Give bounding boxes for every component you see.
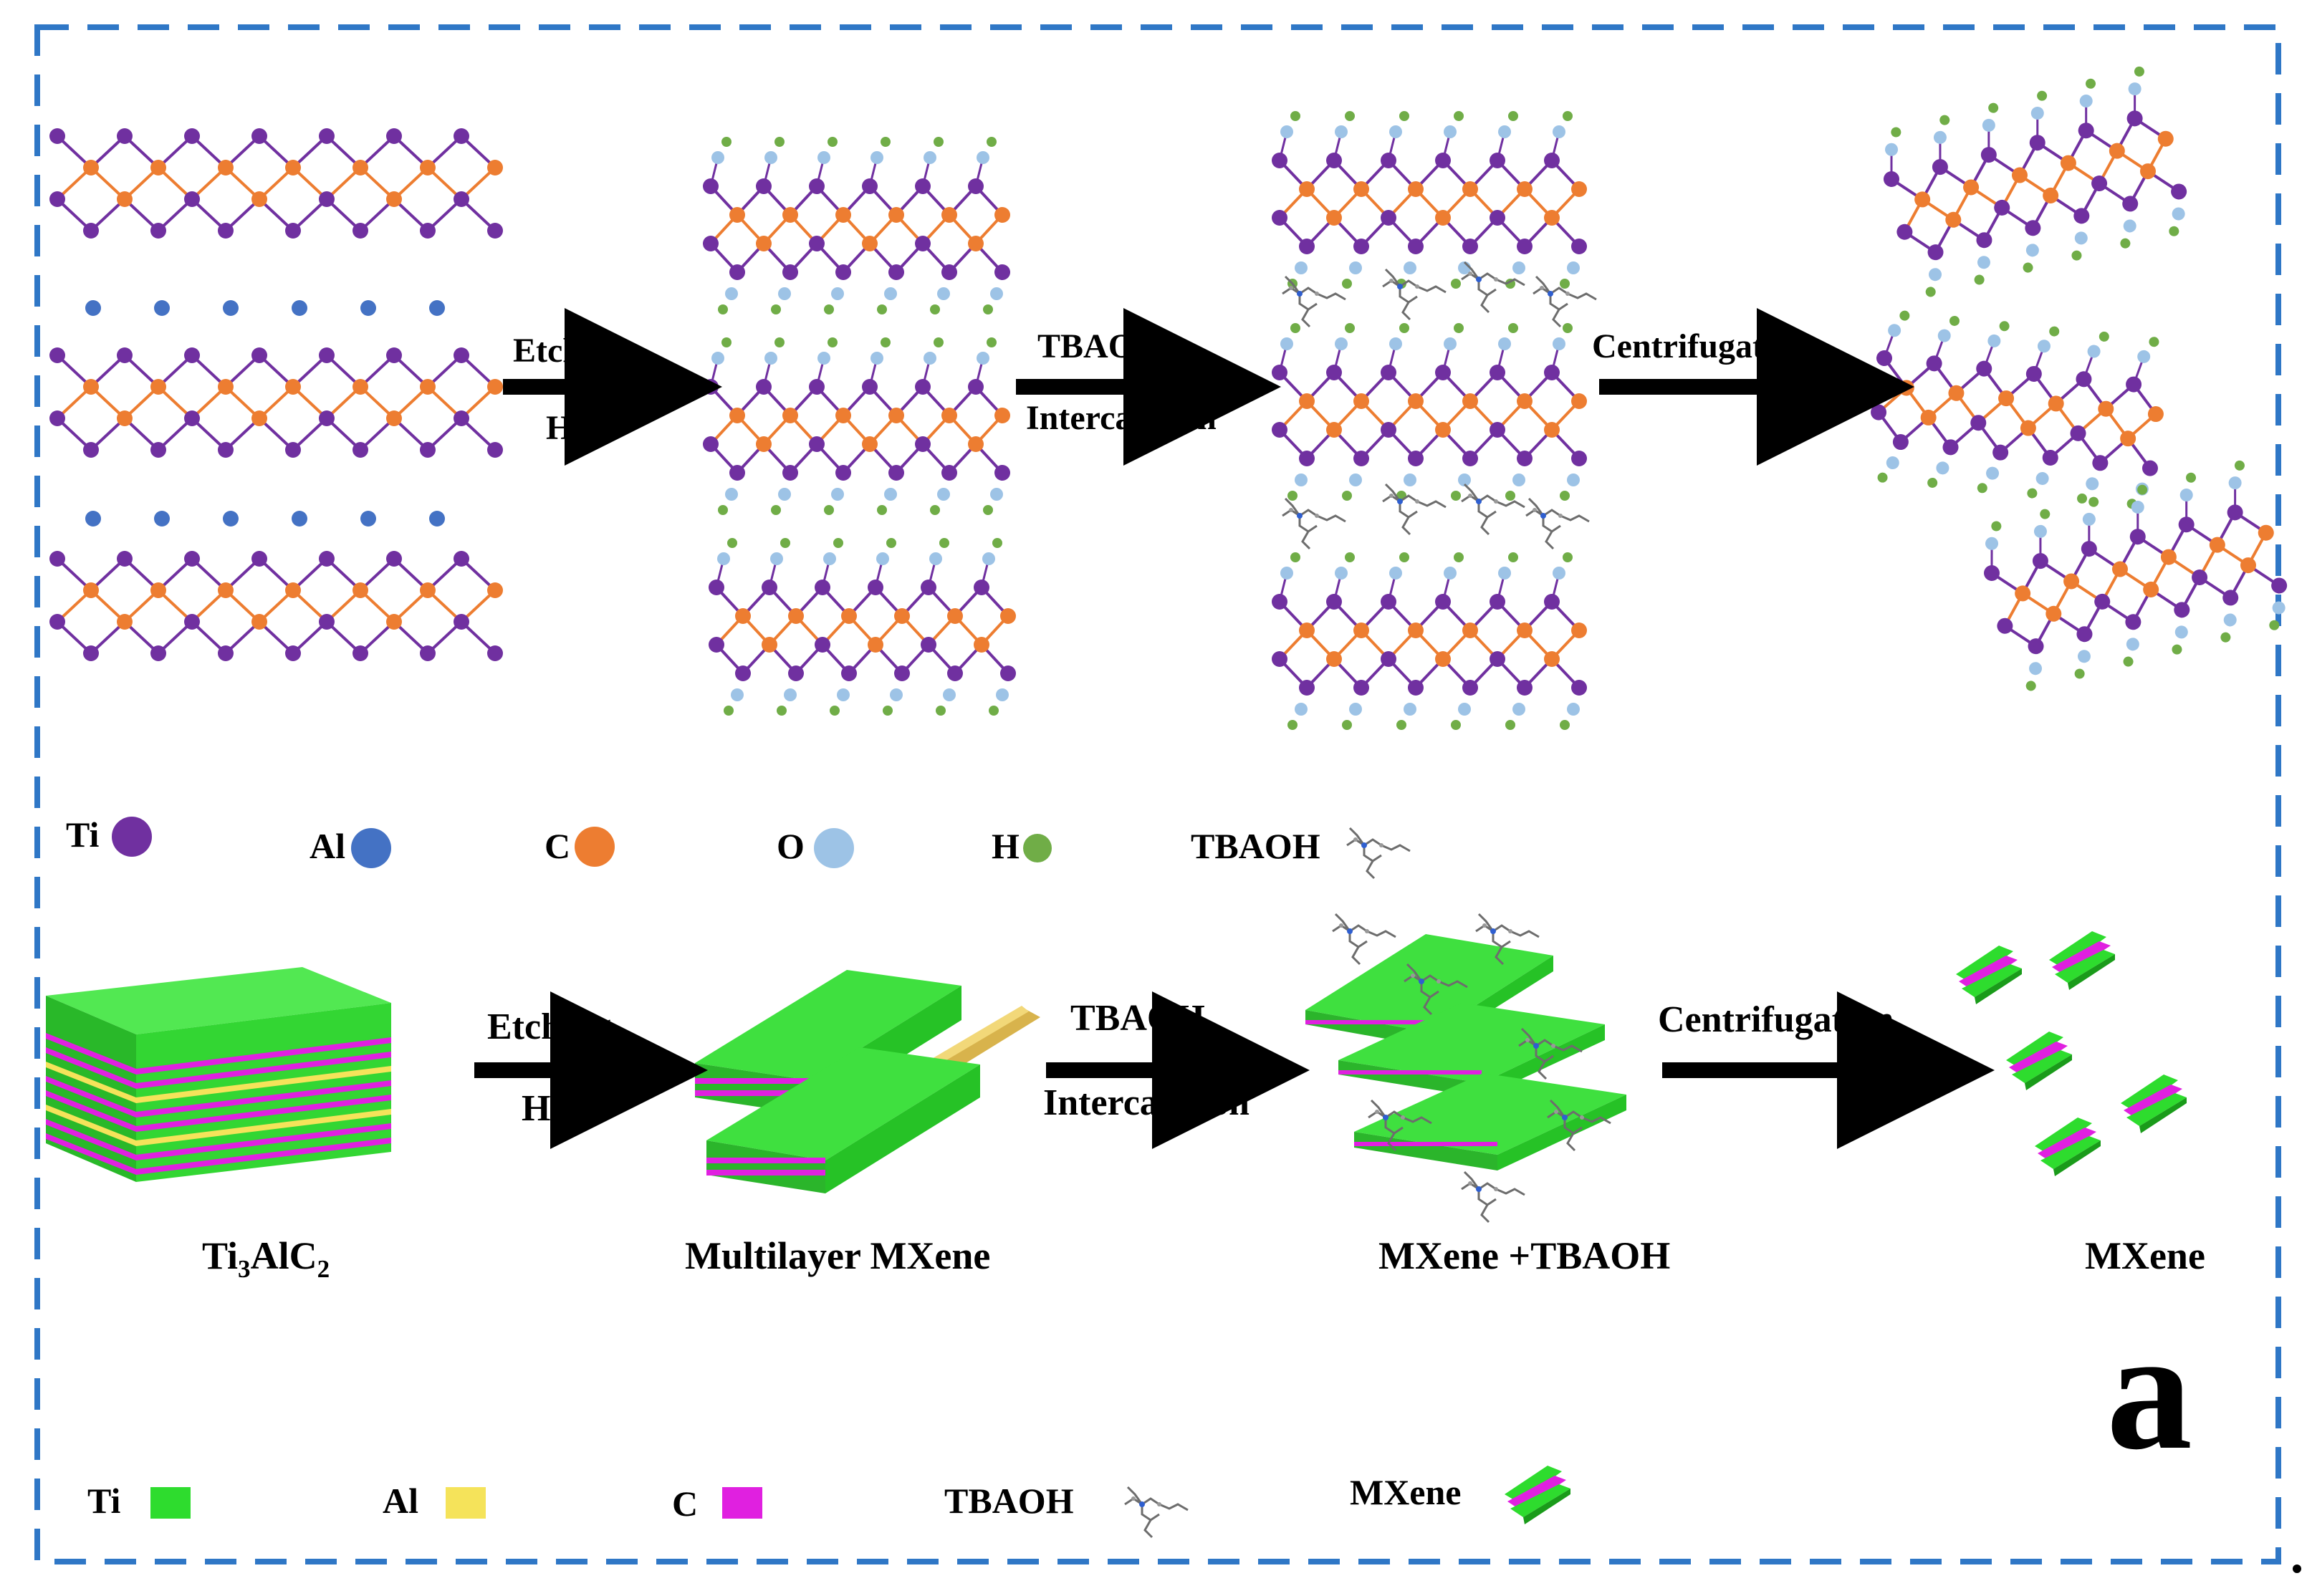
- ti3alc2-lattice-3: [49, 551, 503, 661]
- layer-legend-mxene-label: MXene: [1350, 1472, 1462, 1512]
- ti3alc2-lattice-2: [49, 347, 503, 458]
- multilayer-mxene: [695, 970, 1040, 1193]
- caption-mxene-tbaoh: MXene +TBAOH: [1378, 1234, 1671, 1277]
- atom-legend-ti-label: Ti: [66, 814, 100, 855]
- delaminated-flake-2: [1871, 310, 2164, 509]
- bottom-step-1-top: Etching: [487, 1006, 612, 1047]
- atom-legend-h-label: H: [992, 826, 1020, 866]
- caption-mxene: MXene: [2085, 1234, 2205, 1277]
- c-layer-icon: [722, 1487, 762, 1519]
- ti3alc2-lattice-1: [49, 128, 503, 239]
- bottom-step-3-top: Centrifugation: [1658, 999, 1894, 1040]
- layer-legend-c-label: C: [672, 1484, 699, 1524]
- atom-legend-al-label: Al: [310, 826, 345, 866]
- al-layer-icon: [446, 1487, 486, 1519]
- al-atom-icon: [351, 828, 391, 868]
- atom-legend: [112, 817, 1411, 880]
- top-step-2-bottom: Intercalation: [1026, 399, 1217, 437]
- top-step-3-top: Centrifugation: [1592, 327, 1810, 365]
- ti-atom-icon: [112, 817, 152, 857]
- intercalated-lattice-2: [1272, 323, 1587, 501]
- atom-legend-c-label: C: [545, 826, 571, 866]
- delaminated-flake-3: [1984, 460, 2288, 691]
- bottom-step-1-bottom: HF: [522, 1088, 574, 1129]
- top-step-2-top: TBAOH: [1037, 327, 1162, 365]
- panel-label: a: [2106, 1294, 2192, 1485]
- etched-mxene-lattice-2: [703, 337, 1010, 515]
- mxene-flakes: [1956, 931, 2187, 1176]
- etched-mxene-lattice-3: [709, 538, 1016, 716]
- atom-legend-o-label: O: [777, 826, 805, 866]
- caption-multilayer-mxene: Multilayer MXene: [685, 1234, 991, 1277]
- layer-legend-ti-label: Ti: [87, 1481, 121, 1521]
- atomic-structures: [49, 66, 2288, 730]
- top-step-1-top: Etching: [513, 332, 628, 370]
- mxene-tbaoh-stack: [1305, 913, 1626, 1224]
- tbaoh-molecule-icon: [1346, 827, 1411, 880]
- delaminated-flake-1: [1884, 66, 2187, 297]
- trailing-dot: [2293, 1564, 2301, 1573]
- ti-layer-icon: [150, 1487, 191, 1519]
- etched-mxene-lattice-1: [703, 137, 1010, 314]
- intercalated-lattice-1: [1272, 111, 1587, 289]
- dashed-frame: [34, 24, 2281, 1564]
- ti3alc2-block: [46, 967, 391, 1182]
- atom-legend-tbaoh-label: TBAOH: [1191, 826, 1320, 866]
- layer-legend: [150, 1466, 1570, 1539]
- layer-legend-tbaoh-label: TBAOH: [944, 1481, 1074, 1521]
- layer-legend-al-label: Al: [383, 1481, 418, 1521]
- tbaoh-molecule-icon: [1123, 1486, 1189, 1539]
- bottom-step-2-bottom: Intercalation: [1043, 1082, 1250, 1123]
- c-atom-icon: [575, 827, 615, 867]
- o-atom-icon: [814, 828, 854, 868]
- intercalated-lattice-3: [1272, 552, 1587, 730]
- h-atom-icon: [1023, 834, 1052, 862]
- bottom-step-2-top: TBAOH: [1070, 998, 1205, 1039]
- top-step-1-bottom: HF: [546, 409, 594, 447]
- caption-ti3alc2: Ti3AlC2: [202, 1234, 330, 1283]
- mxene-flake-icon: [1505, 1466, 1570, 1524]
